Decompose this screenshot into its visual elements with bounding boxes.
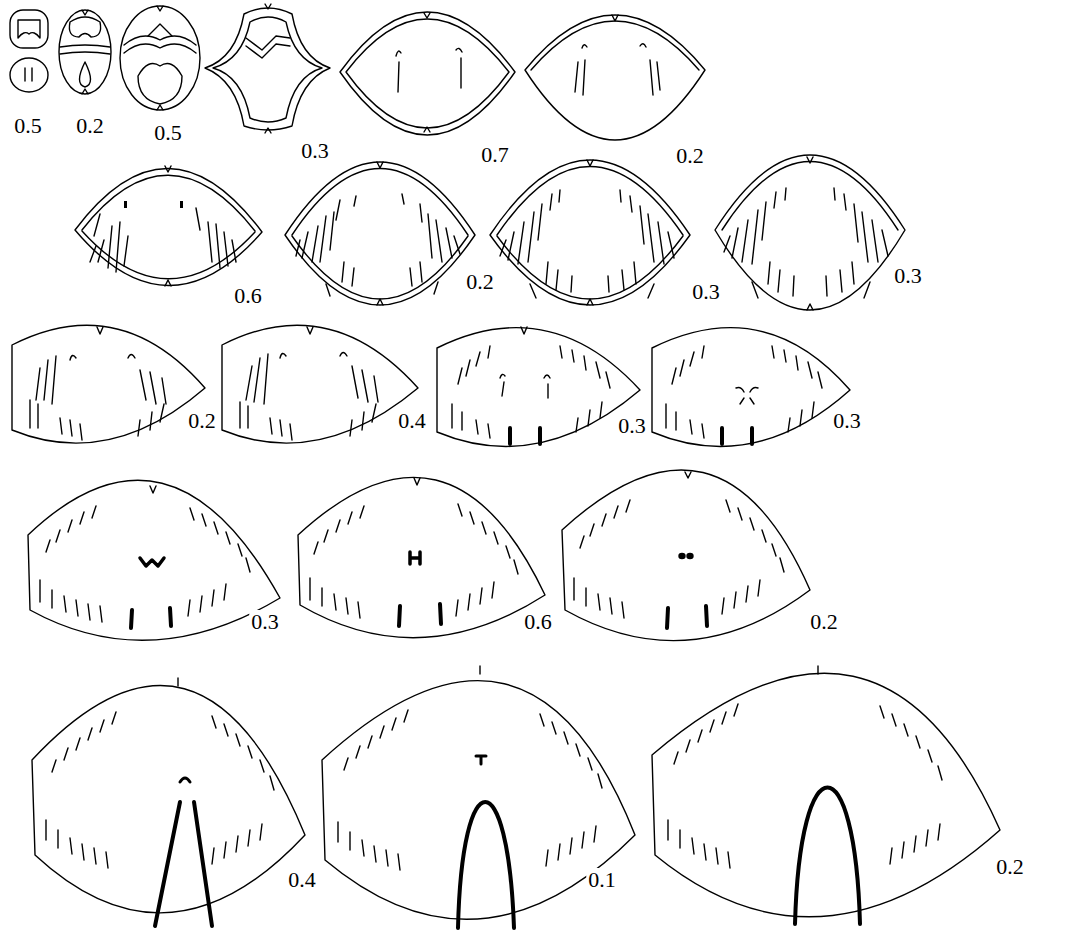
scale-value: 0.3 [616,414,648,438]
scale-value: 0.2 [464,270,496,294]
scale-value: 0.4 [286,868,318,892]
scale-value: 0.6 [232,284,264,308]
scale-value: 0.2 [74,114,106,138]
scale-value: 0.5 [152,121,184,145]
scale-value: 0.4 [396,409,428,433]
scale-value: 0.2 [994,855,1026,879]
scale-value: 0.3 [249,610,281,634]
scale-value: 0.6 [522,610,554,634]
scale-value: 0.2 [186,409,218,433]
scale-value: 0.1 [586,868,618,892]
scale-value: 0.2 [808,610,840,634]
scale-value: 0.2 [674,144,706,168]
scale-value: 0.7 [479,143,511,167]
scale-value: 0.3 [892,264,924,288]
scale-value: 0.5 [12,114,44,138]
scale-value: 0.3 [690,280,722,304]
scale-value: 0.3 [831,409,863,433]
scale-value: 0.3 [299,139,331,163]
